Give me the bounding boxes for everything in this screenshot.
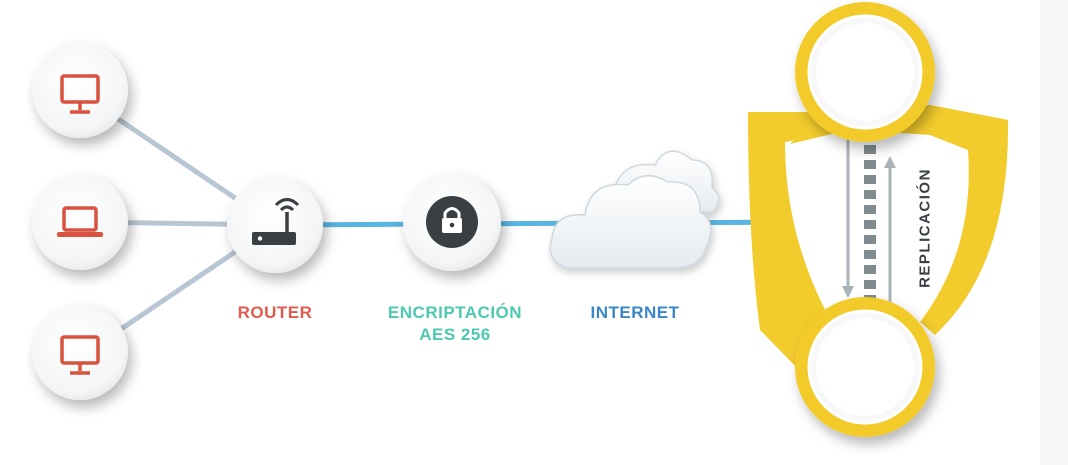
main-link-line	[274, 219, 801, 228]
router-label: ROUTER	[237, 303, 313, 322]
shield-inner	[785, 132, 968, 352]
replication-label: REPLICACIÓN	[916, 168, 934, 288]
internet-label: INTERNET	[590, 303, 680, 322]
client-node-1	[32, 42, 128, 138]
laptop-icon	[57, 206, 103, 237]
down-arrow-head	[842, 286, 854, 298]
monitor-icon	[60, 74, 100, 114]
cloud-icon	[549, 150, 720, 269]
encryption-label: ENCRIPTACIÓN AES 256	[360, 302, 550, 346]
up-arrow-head	[884, 156, 896, 168]
router-node	[227, 177, 323, 273]
wifi-router-icon	[252, 198, 300, 245]
monitor-icon	[60, 335, 100, 375]
encryption-node	[403, 173, 501, 271]
client-node-3	[32, 304, 128, 400]
server-node-top	[795, 2, 935, 142]
encryption-label-line2: AES 256	[419, 325, 491, 344]
client-node-2	[32, 174, 128, 270]
replication-column	[842, 130, 896, 305]
shield-right	[920, 105, 1009, 335]
encryption-label-line1: ENCRIPTACIÓN	[387, 303, 523, 322]
page-edge	[1040, 0, 1068, 465]
server-node-bottom	[795, 297, 935, 437]
padlock-icon	[442, 207, 462, 233]
